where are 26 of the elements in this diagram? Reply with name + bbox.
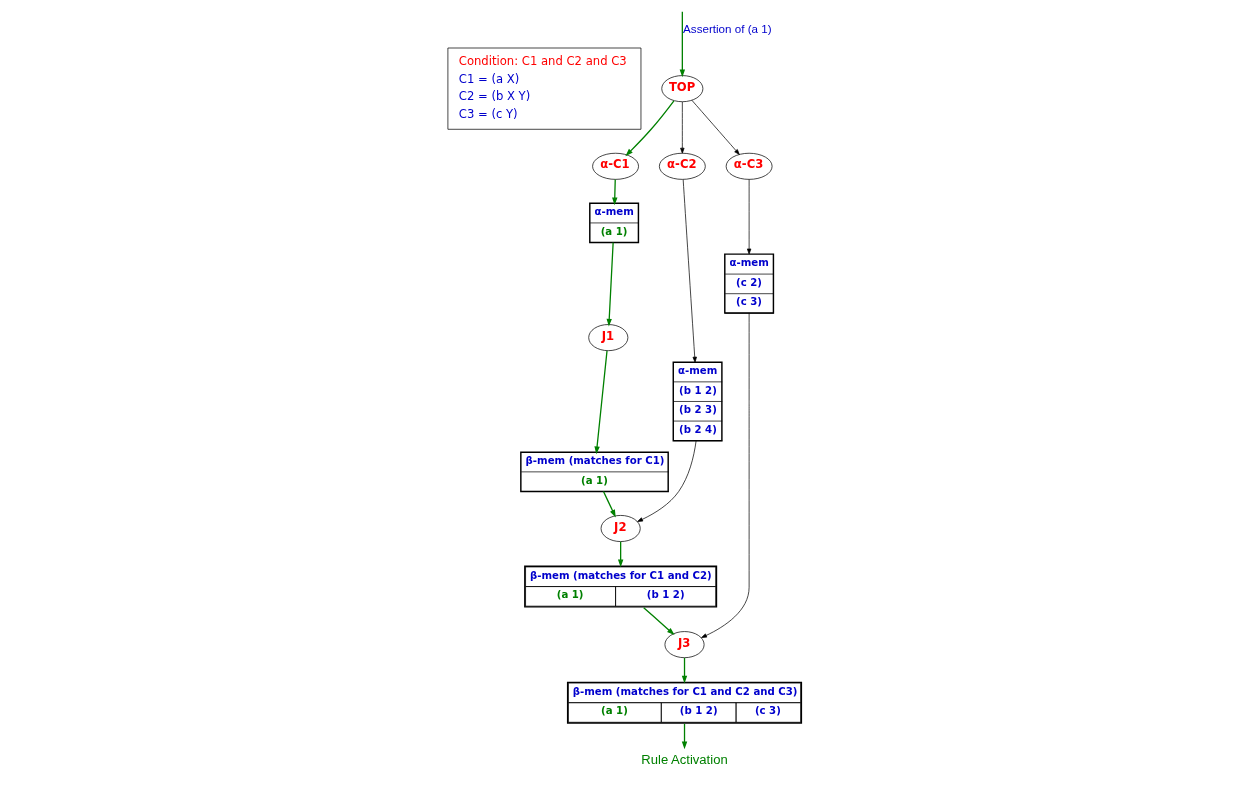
node-ellipse: α-C1 xyxy=(592,152,639,180)
arrow xyxy=(643,607,675,636)
arrow xyxy=(701,312,750,638)
arrow xyxy=(602,490,616,518)
arrow xyxy=(594,350,608,455)
arrow xyxy=(617,541,624,568)
node-ellipse: TOP xyxy=(661,75,704,103)
arrow xyxy=(680,101,685,154)
arrow xyxy=(612,178,618,206)
arrow xyxy=(682,179,697,363)
arrow xyxy=(637,440,697,522)
arrow xyxy=(679,11,686,78)
node-ellipse: J3 xyxy=(664,631,705,659)
arrow xyxy=(625,100,675,157)
arrow xyxy=(746,179,752,255)
node-ellipse: α-C3 xyxy=(725,152,773,180)
node-text: Rule Activation xyxy=(641,751,728,767)
arrow xyxy=(681,657,688,684)
node-ellipse: J2 xyxy=(600,515,641,542)
node-box: Condition: C1 and C2 and C3 C1 = (a X) C2 = (b X Y) C3 = (c Y) xyxy=(447,47,642,130)
node-ellipse: α-C2 xyxy=(659,152,706,180)
arrow xyxy=(681,723,688,750)
arrow xyxy=(606,241,614,327)
edge-label: Assertion of (a 1) xyxy=(683,21,772,35)
arrow xyxy=(691,99,740,155)
node-ellipse: J1 xyxy=(588,324,629,352)
